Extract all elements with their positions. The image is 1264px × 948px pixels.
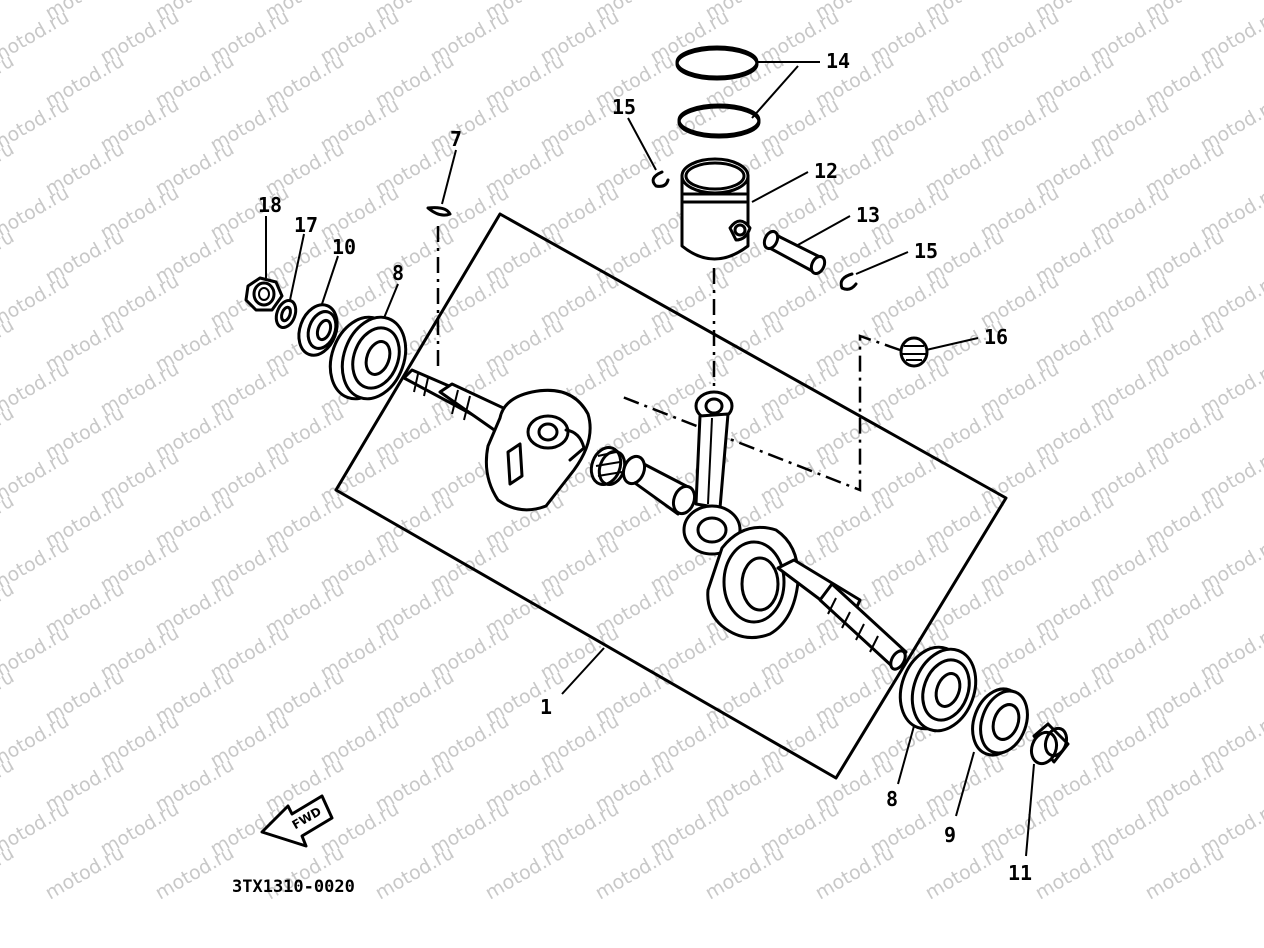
part-9-oil-seal xyxy=(971,687,1029,757)
watermark-text: motod.ru xyxy=(42,842,128,905)
part-16-needle-bearing xyxy=(899,336,929,368)
watermark-text: motod.ru xyxy=(922,842,1008,905)
watermark-text: motod.ru xyxy=(0,578,18,641)
callout-15-right: 15 xyxy=(914,239,938,263)
callout-16: 16 xyxy=(984,325,1008,349)
callout-7: 7 xyxy=(450,127,462,151)
watermark-text: motod.ru xyxy=(0,138,18,201)
part-12-piston xyxy=(680,157,752,261)
part-11-collar xyxy=(1029,722,1070,766)
watermark-text: motod.ru xyxy=(0,226,18,289)
callout-1: 1 xyxy=(540,695,552,719)
part-7-key xyxy=(426,206,452,217)
watermark-text: motod.ru xyxy=(812,842,898,905)
watermark-text: motod.ru xyxy=(592,842,678,905)
part-18-nut xyxy=(244,276,284,312)
callout-15-left: 15 xyxy=(612,95,636,119)
watermark-text: motod.ru xyxy=(0,666,18,729)
callout-11: 11 xyxy=(1008,861,1032,885)
callout-12: 12 xyxy=(814,159,838,183)
part-10-oil-seal xyxy=(297,303,339,357)
part-8-bearing-right xyxy=(898,645,978,733)
watermark-layer: motod.ru motod.ru motod.ru motod.ru motod.ru… xyxy=(0,0,1264,904)
watermark-text: motod.ru xyxy=(0,490,18,553)
watermark-text: motod.ru xyxy=(0,402,18,465)
callout-8-upper: 8 xyxy=(392,261,404,285)
callout-10: 10 xyxy=(332,235,356,259)
part-15-circlip-left xyxy=(651,170,670,188)
callout-9: 9 xyxy=(944,823,956,847)
watermark-text: motod.ru xyxy=(0,754,18,817)
part-15-circlip-right xyxy=(839,272,858,291)
watermark-text: motod.ru xyxy=(0,842,18,905)
crank-pin-bearing xyxy=(589,446,627,486)
watermark-text: motod.ru xyxy=(372,842,458,905)
callout-18: 18 xyxy=(258,193,282,217)
watermark-text: motod.ru xyxy=(482,842,568,905)
watermark-text: motod.ru xyxy=(1032,842,1118,905)
crank-pin xyxy=(621,454,697,516)
watermark-text: motod.ru xyxy=(0,0,18,24)
part-8-bearing-left xyxy=(328,315,408,401)
callout-8-lower: 8 xyxy=(886,787,898,811)
watermark-text: motod.ru xyxy=(702,842,788,905)
callout-leader-lines xyxy=(265,61,1035,857)
callout-13: 13 xyxy=(856,203,880,227)
right-crank-shaft xyxy=(776,558,908,671)
left-crank-web xyxy=(484,388,592,512)
bearing-guide-line xyxy=(619,334,901,492)
part-13-piston-pin xyxy=(762,229,827,276)
callout-17: 17 xyxy=(294,213,318,237)
forward-arrow-icon: FWD xyxy=(260,794,334,848)
diagram-code: 3TX1310-0020 xyxy=(232,877,355,897)
right-crank-web xyxy=(706,525,800,640)
callout-14: 14 xyxy=(826,49,850,73)
part-17-washer xyxy=(274,298,298,330)
watermark-text: motod.ru xyxy=(152,842,238,905)
watermark-text: motod.ru xyxy=(0,50,18,113)
crankshaft-assembly-frame xyxy=(334,212,1008,780)
watermark-text: motod.ru xyxy=(0,314,18,377)
watermark-text: motod.ru xyxy=(1142,842,1228,905)
